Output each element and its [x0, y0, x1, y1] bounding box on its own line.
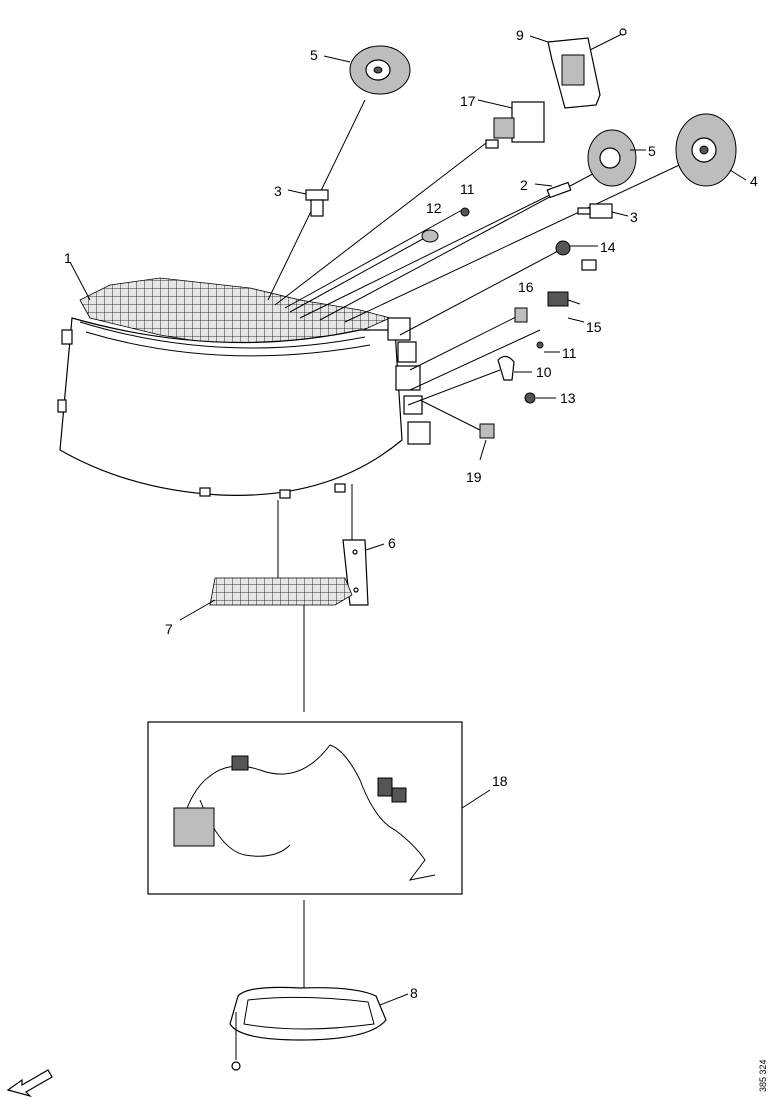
callout-15: 15	[586, 319, 602, 335]
callout-11-lower: 11	[562, 345, 577, 361]
front-arrow-icon	[6, 1069, 53, 1098]
callout-3-right: 3	[630, 209, 638, 225]
part-3-bulb-upper	[305, 189, 329, 217]
part-14-bulbs	[555, 240, 597, 271]
part-16-clip	[514, 307, 528, 323]
part-5-cover-right	[587, 129, 637, 187]
callout-3-upper: 3	[274, 183, 282, 199]
part-7-led-strip	[209, 577, 353, 606]
part-2-bulb	[546, 181, 572, 199]
headlamp-housing	[57, 277, 431, 499]
callout-13: 13	[560, 390, 576, 406]
callout-9: 9	[516, 27, 524, 43]
part-15-socket	[547, 291, 581, 307]
callout-14: 14	[600, 239, 616, 255]
part-4-cover	[675, 113, 737, 187]
part-11-screw-lower	[536, 341, 544, 349]
part-8-cover-plate	[229, 986, 409, 1071]
document-number: 385 324	[758, 1059, 768, 1092]
callout-5-upper: 5	[310, 47, 318, 63]
callout-10: 10	[536, 364, 552, 380]
callout-12: 12	[426, 200, 442, 216]
part-5-cover-upper	[349, 45, 411, 95]
callout-11-upper: 11	[460, 181, 475, 197]
part-17-leveling-motor	[485, 101, 545, 149]
callout-6: 6	[388, 535, 396, 551]
callout-17: 17	[460, 93, 476, 109]
callout-1: 1	[64, 250, 72, 266]
callout-ticks	[69, 35, 747, 621]
callout-2: 2	[520, 177, 528, 193]
part-10-clip	[497, 355, 515, 381]
part-19-clip	[479, 423, 495, 439]
part-18-wiring-harness-box	[147, 721, 491, 895]
callout-5-right: 5	[648, 143, 656, 159]
callout-16: 16	[518, 279, 534, 295]
part-12-nut	[421, 229, 439, 243]
callout-4: 4	[750, 173, 758, 189]
part-3-bulb-right	[577, 203, 613, 219]
callout-labels: 1 2 3 3 4 5 5 6 7 8 9 10 11 11 12 13 14 …	[64, 27, 768, 1092]
callout-7: 7	[165, 621, 173, 637]
callout-18: 18	[492, 773, 508, 789]
callout-8: 8	[410, 985, 418, 1001]
callout-19: 19	[466, 469, 482, 485]
part-13-grommet	[524, 392, 536, 404]
part-11-screw-upper	[460, 207, 470, 217]
part-9-bracket	[547, 28, 627, 109]
